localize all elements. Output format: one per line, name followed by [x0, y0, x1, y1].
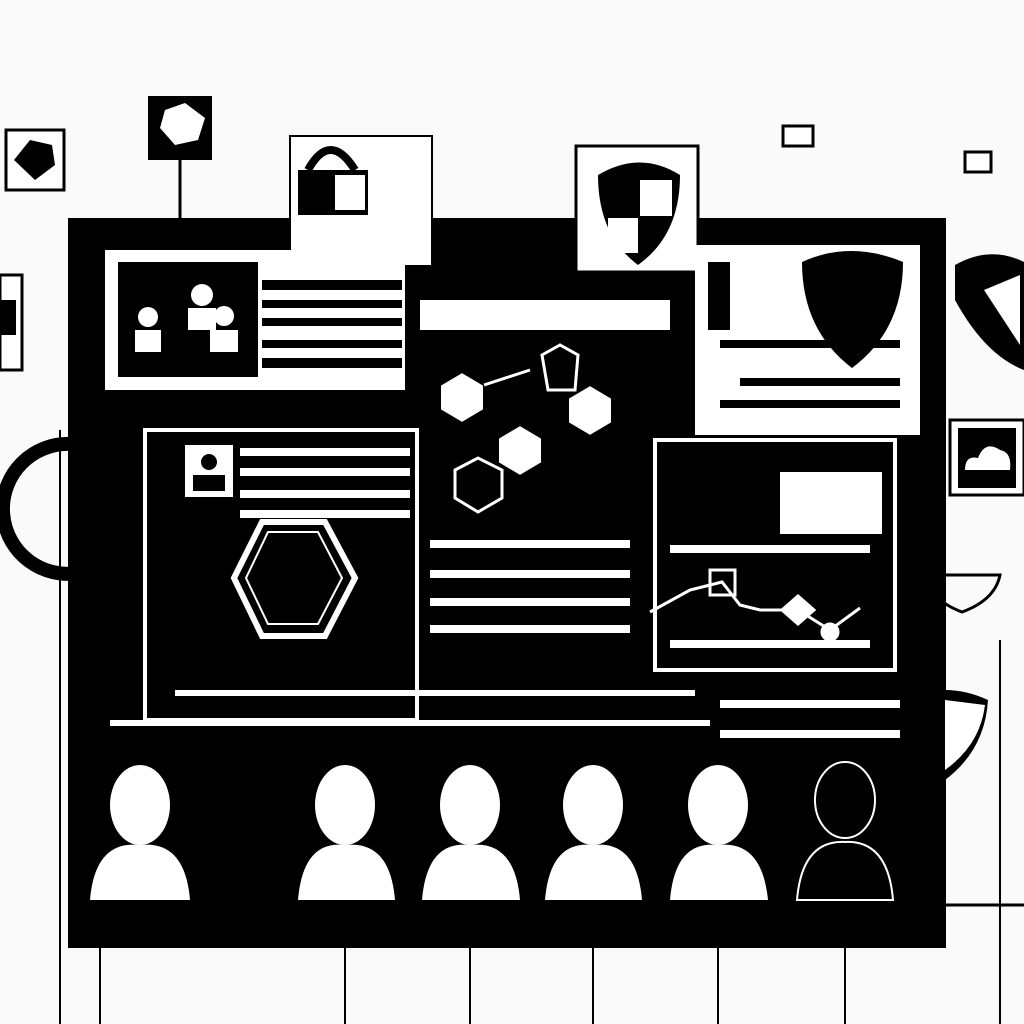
text-lines [240, 448, 410, 518]
small-window-icon [781, 124, 815, 148]
bottom-table [0, 430, 1024, 1024]
cloud-icon [965, 446, 1011, 470]
lock-icon [289, 135, 433, 267]
molecule-panel [420, 300, 670, 633]
shield-panel [695, 245, 920, 435]
person-silhouette-icon [422, 765, 520, 900]
diamond-icon [4, 128, 66, 192]
people-row [90, 761, 895, 901]
person-silhouette-icon [298, 765, 395, 900]
person-silhouette-icon [545, 765, 642, 900]
streak-lines [110, 690, 900, 738]
network-panel [649, 438, 897, 672]
user-profile-icon [193, 454, 225, 491]
user-group-panel [105, 250, 405, 390]
shield-icon [923, 573, 1002, 614]
small-window-icon [963, 150, 993, 174]
person-silhouette-icon [90, 765, 190, 900]
text-lines [720, 340, 900, 408]
hexagon-badge-icon [148, 96, 212, 260]
user-group-icon [135, 284, 238, 352]
person-silhouette-icon [670, 765, 768, 900]
text-lines [430, 540, 630, 633]
molecule-icon [439, 343, 613, 514]
shield-icon [802, 251, 903, 368]
shield-icon [574, 144, 700, 274]
ring-icon [0, 436, 132, 581]
text-lines [262, 280, 402, 368]
person-silhouette-icon [795, 761, 895, 901]
hexagon-icon [230, 519, 359, 639]
